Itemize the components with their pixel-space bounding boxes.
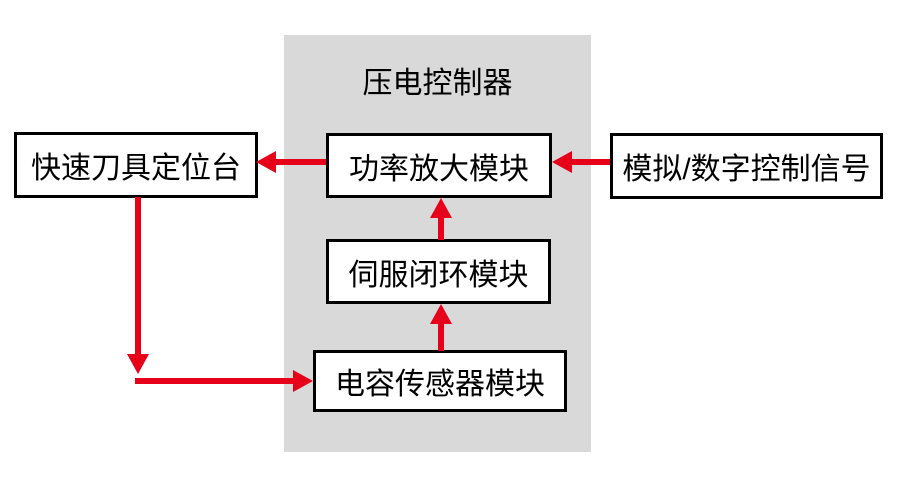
arrow-line <box>135 378 295 384</box>
box-analog-digital-control-signal: 模拟/数字控制信号 <box>610 133 883 199</box>
arrow-line <box>438 322 444 351</box>
box-fast-tool-stage: 快速刀具定位台 <box>14 132 258 198</box>
arrowhead-up-icon <box>430 304 452 324</box>
box-power-amplifier-module: 功率放大模块 <box>326 133 552 198</box>
arrow-line <box>570 159 610 165</box>
arrowhead-left-icon <box>552 151 572 173</box>
arrow-line <box>135 197 141 355</box>
arrowhead-up-icon <box>430 198 452 218</box>
controller-panel-title: 压电控制器 <box>362 67 513 100</box>
box-servo-closed-loop-module: 伺服闭环模块 <box>326 239 551 304</box>
arrowhead-left-icon <box>256 151 276 173</box>
arrowhead-right-icon <box>293 370 313 392</box>
box-capacitive-sensor-module: 电容传感器模块 <box>313 350 567 412</box>
arrow-line <box>438 216 444 240</box>
arrowhead-down-icon <box>127 354 149 374</box>
arrow-line <box>276 159 326 165</box>
